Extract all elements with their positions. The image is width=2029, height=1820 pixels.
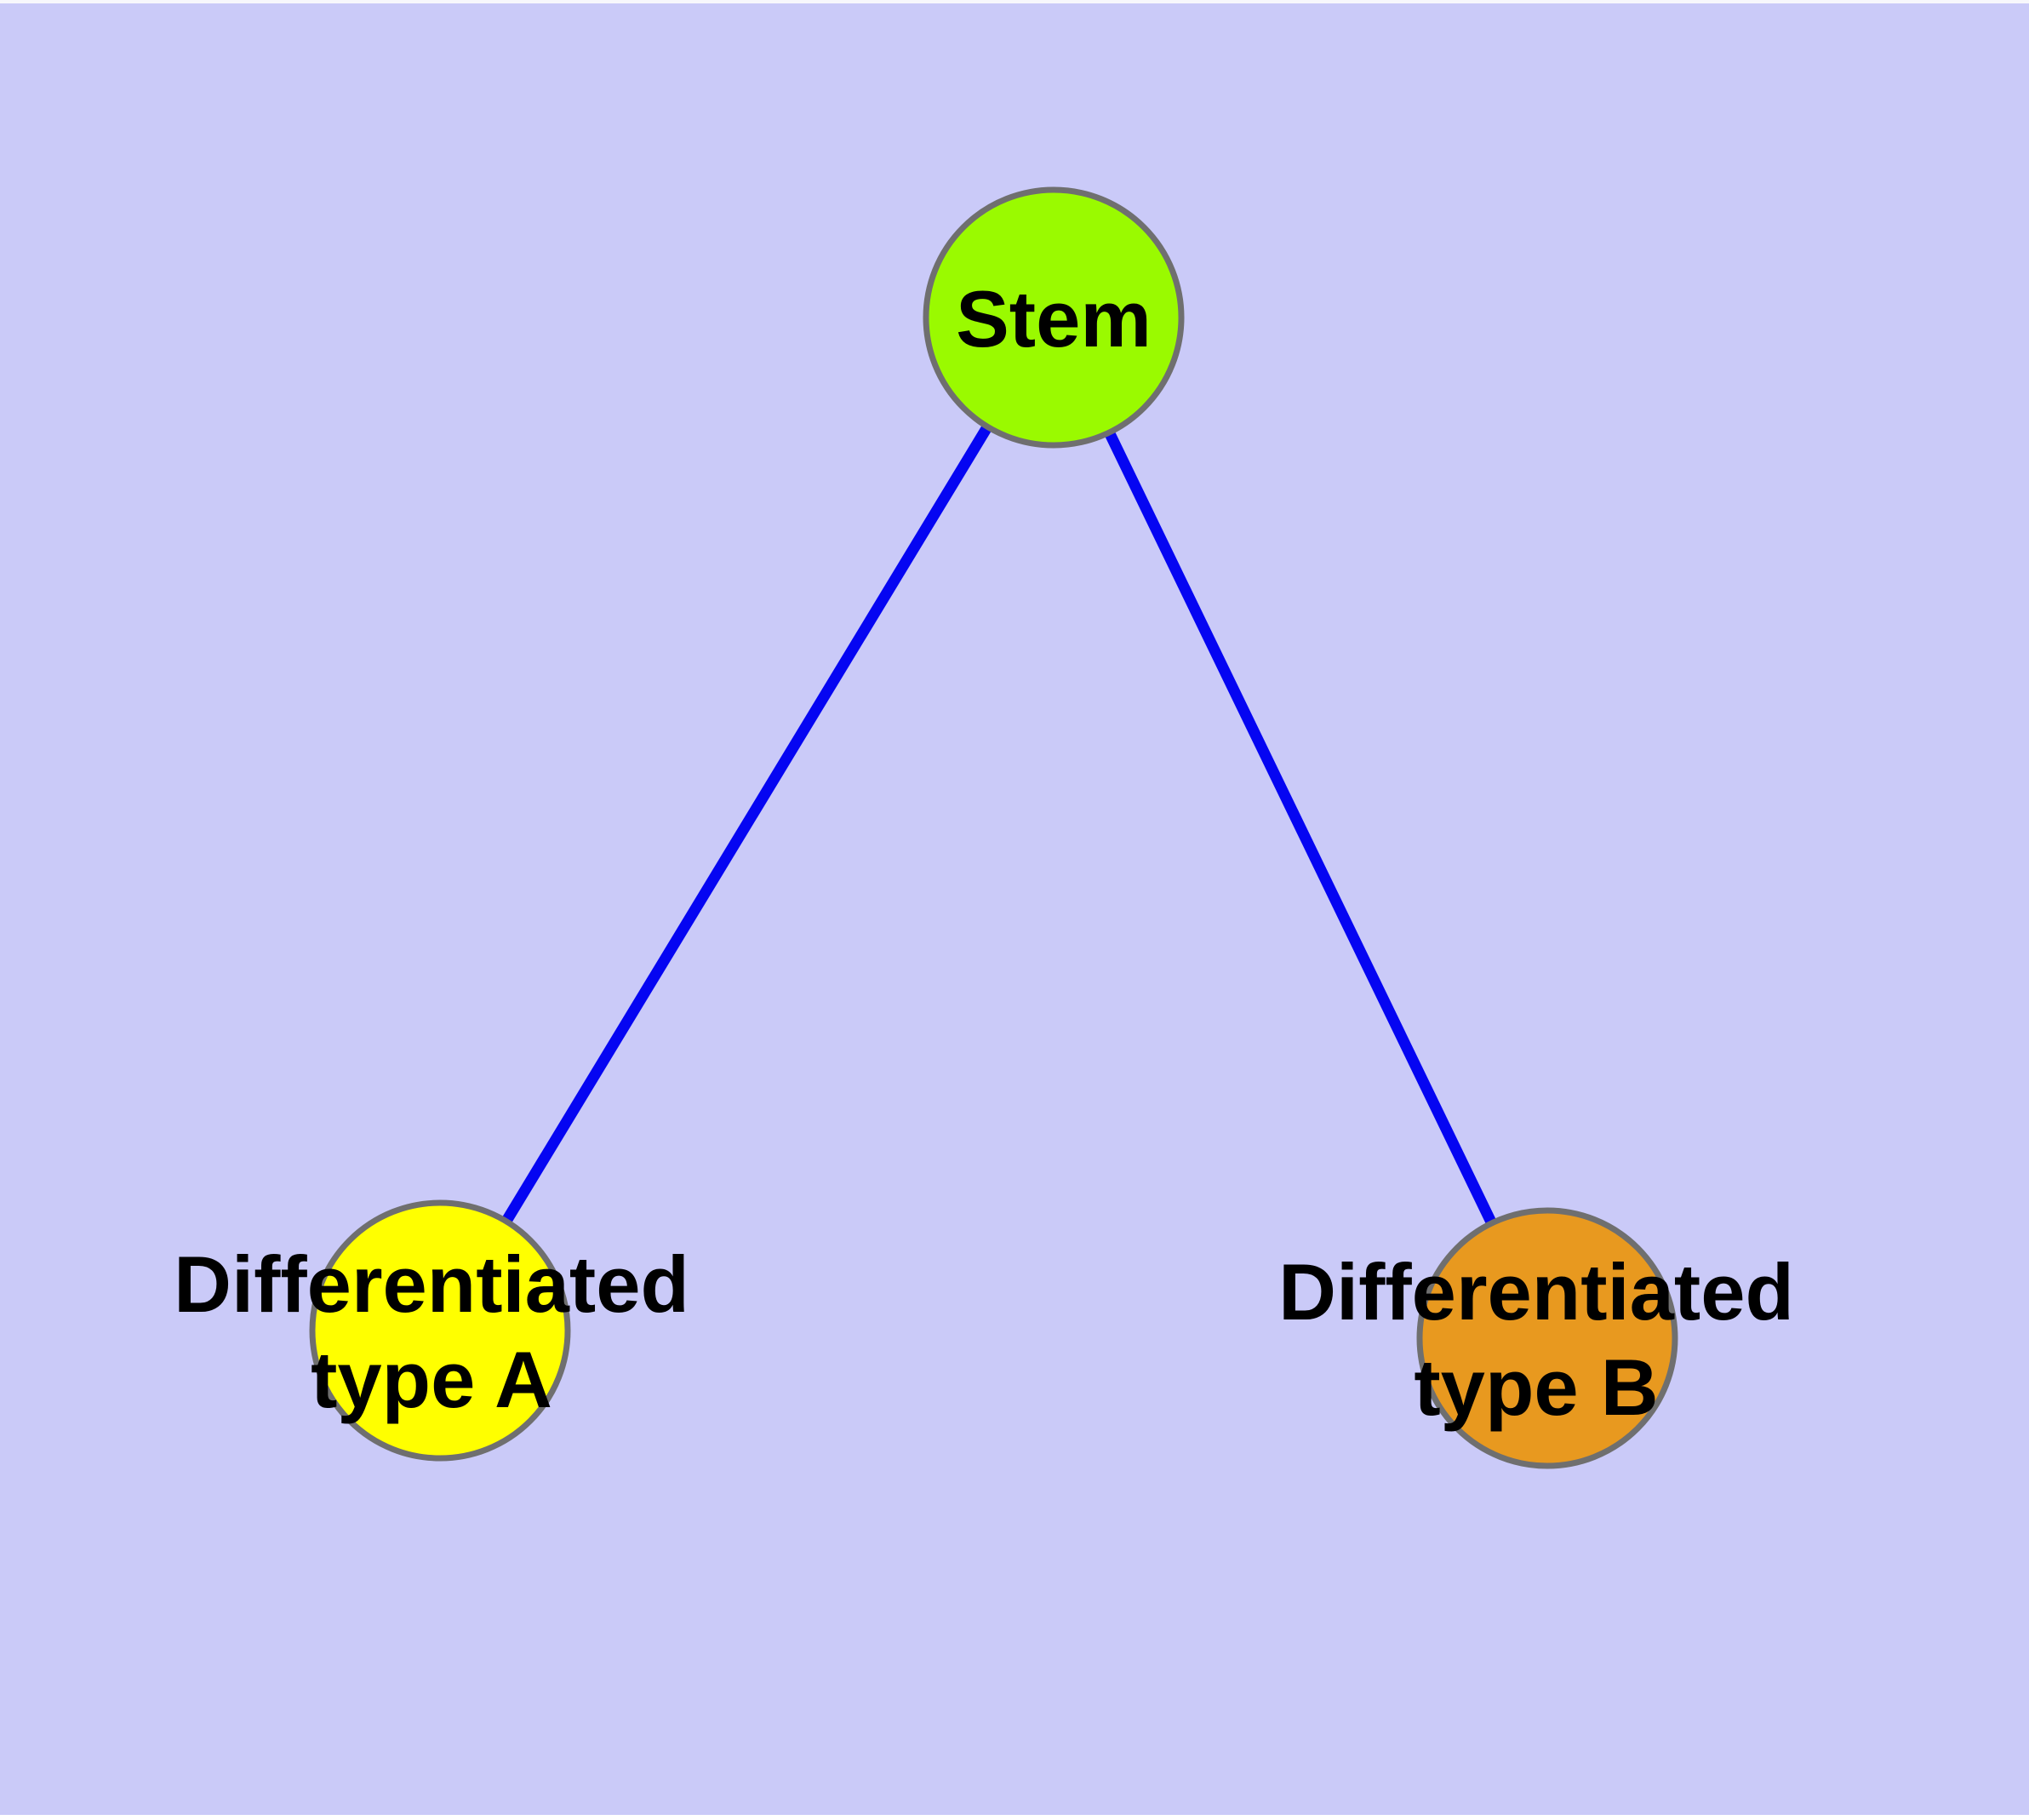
node-type-a-label-line1: Differentiated bbox=[174, 1239, 689, 1329]
node-stem-label: Stem bbox=[956, 274, 1152, 363]
edge-stem-to-type-b bbox=[1049, 315, 1552, 1341]
node-type-b-label-line1: Differentiated bbox=[1278, 1247, 1794, 1336]
node-stem-circle bbox=[923, 186, 1185, 449]
node-type-b-circle bbox=[1416, 1207, 1678, 1469]
bottom-edge-strip bbox=[0, 1815, 2029, 1820]
node-type-a-circle bbox=[309, 1199, 571, 1462]
node-type-a-label-line2: type A bbox=[311, 1335, 552, 1424]
edge-stem-to-type-a bbox=[435, 314, 1059, 1334]
node-type-b-label-line2: type B bbox=[1414, 1342, 1658, 1432]
top-edge-strip bbox=[0, 0, 2029, 3]
